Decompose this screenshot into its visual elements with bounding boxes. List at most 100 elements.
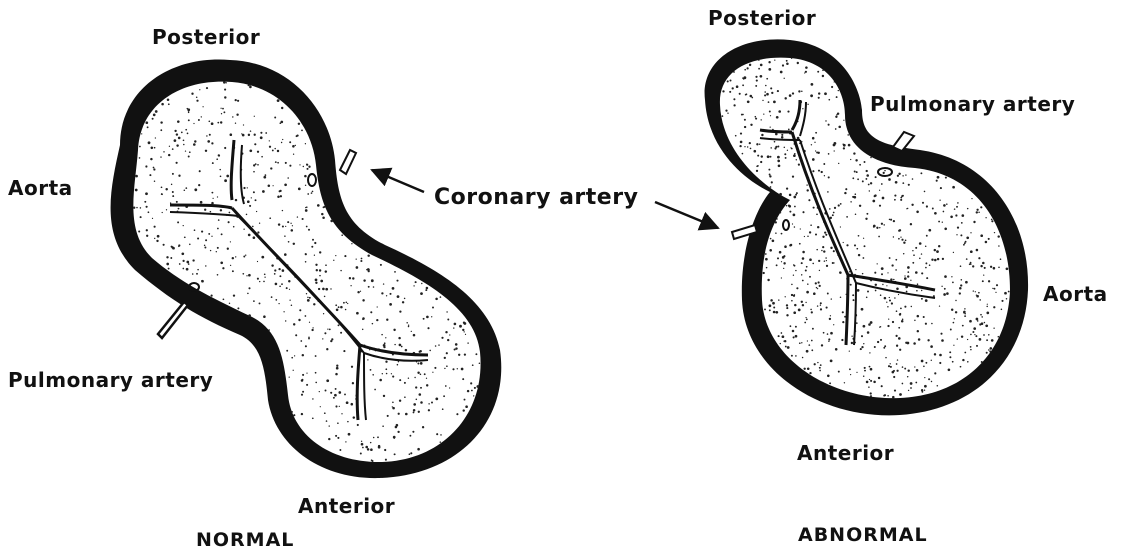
stipple-dot xyxy=(806,350,809,353)
stipple-dot xyxy=(176,133,178,135)
stipple-dot xyxy=(470,382,472,384)
stipple-dot xyxy=(832,214,834,216)
stipple-dot xyxy=(817,362,818,363)
stipple-dot xyxy=(796,192,798,194)
stipple-dot xyxy=(772,302,775,305)
stipple-dot xyxy=(745,94,747,96)
stipple-dot xyxy=(799,342,801,344)
stipple-dot xyxy=(145,121,148,124)
stipple-dot xyxy=(883,224,885,226)
stipple-dot xyxy=(463,409,465,411)
stipple-dot xyxy=(383,344,386,347)
stipple-dot xyxy=(247,293,249,295)
stipple-dot xyxy=(886,302,887,303)
stipple-dot xyxy=(817,226,819,228)
stipple-dot xyxy=(921,298,923,300)
stipple-dot xyxy=(863,325,866,328)
stipple-dot xyxy=(838,163,839,164)
stipple-dot xyxy=(362,299,364,301)
stipple-dot xyxy=(445,331,447,333)
stipple-dot xyxy=(356,258,357,259)
stipple-dot xyxy=(311,192,313,194)
stipple-dot xyxy=(237,307,239,309)
stipple-dot xyxy=(961,335,963,337)
abnormal-aorta-label: Aorta xyxy=(1043,282,1108,306)
stipple-dot xyxy=(781,332,783,334)
stipple-dot xyxy=(811,83,814,86)
stipple-dot xyxy=(385,361,387,363)
stipple-dot xyxy=(885,357,887,359)
stipple-dot xyxy=(168,268,170,270)
stipple-dot xyxy=(886,285,887,286)
stipple-dot xyxy=(870,392,872,394)
stipple-dot xyxy=(896,370,898,372)
stipple-dot xyxy=(338,306,340,308)
stipple-dot xyxy=(188,156,190,158)
stipple-dot xyxy=(822,69,824,71)
stipple-dot xyxy=(345,309,347,311)
stipple-dot xyxy=(820,302,822,304)
stipple-dot xyxy=(225,82,226,83)
stipple-dot xyxy=(330,220,333,223)
stipple-dot xyxy=(413,409,416,412)
stipple-dot xyxy=(464,331,465,332)
stipple-dot xyxy=(816,213,818,215)
stipple-dot xyxy=(755,116,757,118)
stipple-dot xyxy=(405,349,408,352)
stipple-dot xyxy=(328,438,330,440)
stipple-dot xyxy=(292,145,295,148)
stipple-dot xyxy=(823,332,825,334)
stipple-dot xyxy=(257,164,259,166)
stipple-dot xyxy=(337,422,339,424)
stipple-dot xyxy=(811,340,813,342)
stipple-dot xyxy=(874,346,876,348)
stipple-dot xyxy=(246,214,248,216)
stipple-dot xyxy=(305,315,307,317)
stipple-dot xyxy=(291,357,293,359)
stipple-dot xyxy=(426,287,429,290)
stipple-dot xyxy=(817,288,818,289)
stipple-dot xyxy=(786,60,788,62)
stipple-dot xyxy=(966,258,968,260)
stipple-dot xyxy=(148,211,150,213)
stipple-dot xyxy=(385,368,387,370)
stipple-dot xyxy=(454,323,457,326)
stipple-dot xyxy=(806,189,808,191)
stipple-dot xyxy=(789,94,792,97)
stipple-dot xyxy=(144,201,146,203)
stipple-dot xyxy=(291,229,294,232)
stipple-dot xyxy=(263,176,266,179)
stipple-dot xyxy=(420,362,423,365)
stipple-dot xyxy=(290,223,291,224)
stipple-dot xyxy=(787,111,789,113)
stipple-dot xyxy=(371,460,373,462)
stipple-dot xyxy=(257,261,258,262)
stipple-dot xyxy=(807,236,809,238)
stipple-dot xyxy=(883,395,885,397)
stipple-dot xyxy=(865,218,867,220)
stipple-dot xyxy=(274,148,275,149)
stipple-dot xyxy=(221,233,223,235)
stipple-dot xyxy=(880,326,882,328)
normal-coronary-stub-icon xyxy=(340,150,356,174)
stipple-dot xyxy=(278,303,279,304)
stipple-dot xyxy=(201,231,203,233)
stipple-dot xyxy=(816,249,818,251)
stipple-dot xyxy=(204,245,205,246)
stipple-dot xyxy=(910,280,911,281)
stipple-dot xyxy=(192,259,194,261)
stipple-dot xyxy=(798,309,801,312)
stipple-dot xyxy=(232,257,234,259)
stipple-dot xyxy=(253,236,256,239)
stipple-dot xyxy=(875,284,877,286)
stipple-dot xyxy=(381,334,383,336)
stipple-dot xyxy=(419,350,421,352)
stipple-dot xyxy=(783,268,784,269)
stipple-dot xyxy=(264,277,265,278)
stipple-dot xyxy=(336,365,338,367)
stipple-dot xyxy=(794,294,795,295)
stipple-dot xyxy=(274,273,276,275)
stipple-dot xyxy=(254,143,256,145)
stipple-dot xyxy=(813,292,816,295)
stipple-dot xyxy=(952,361,954,363)
